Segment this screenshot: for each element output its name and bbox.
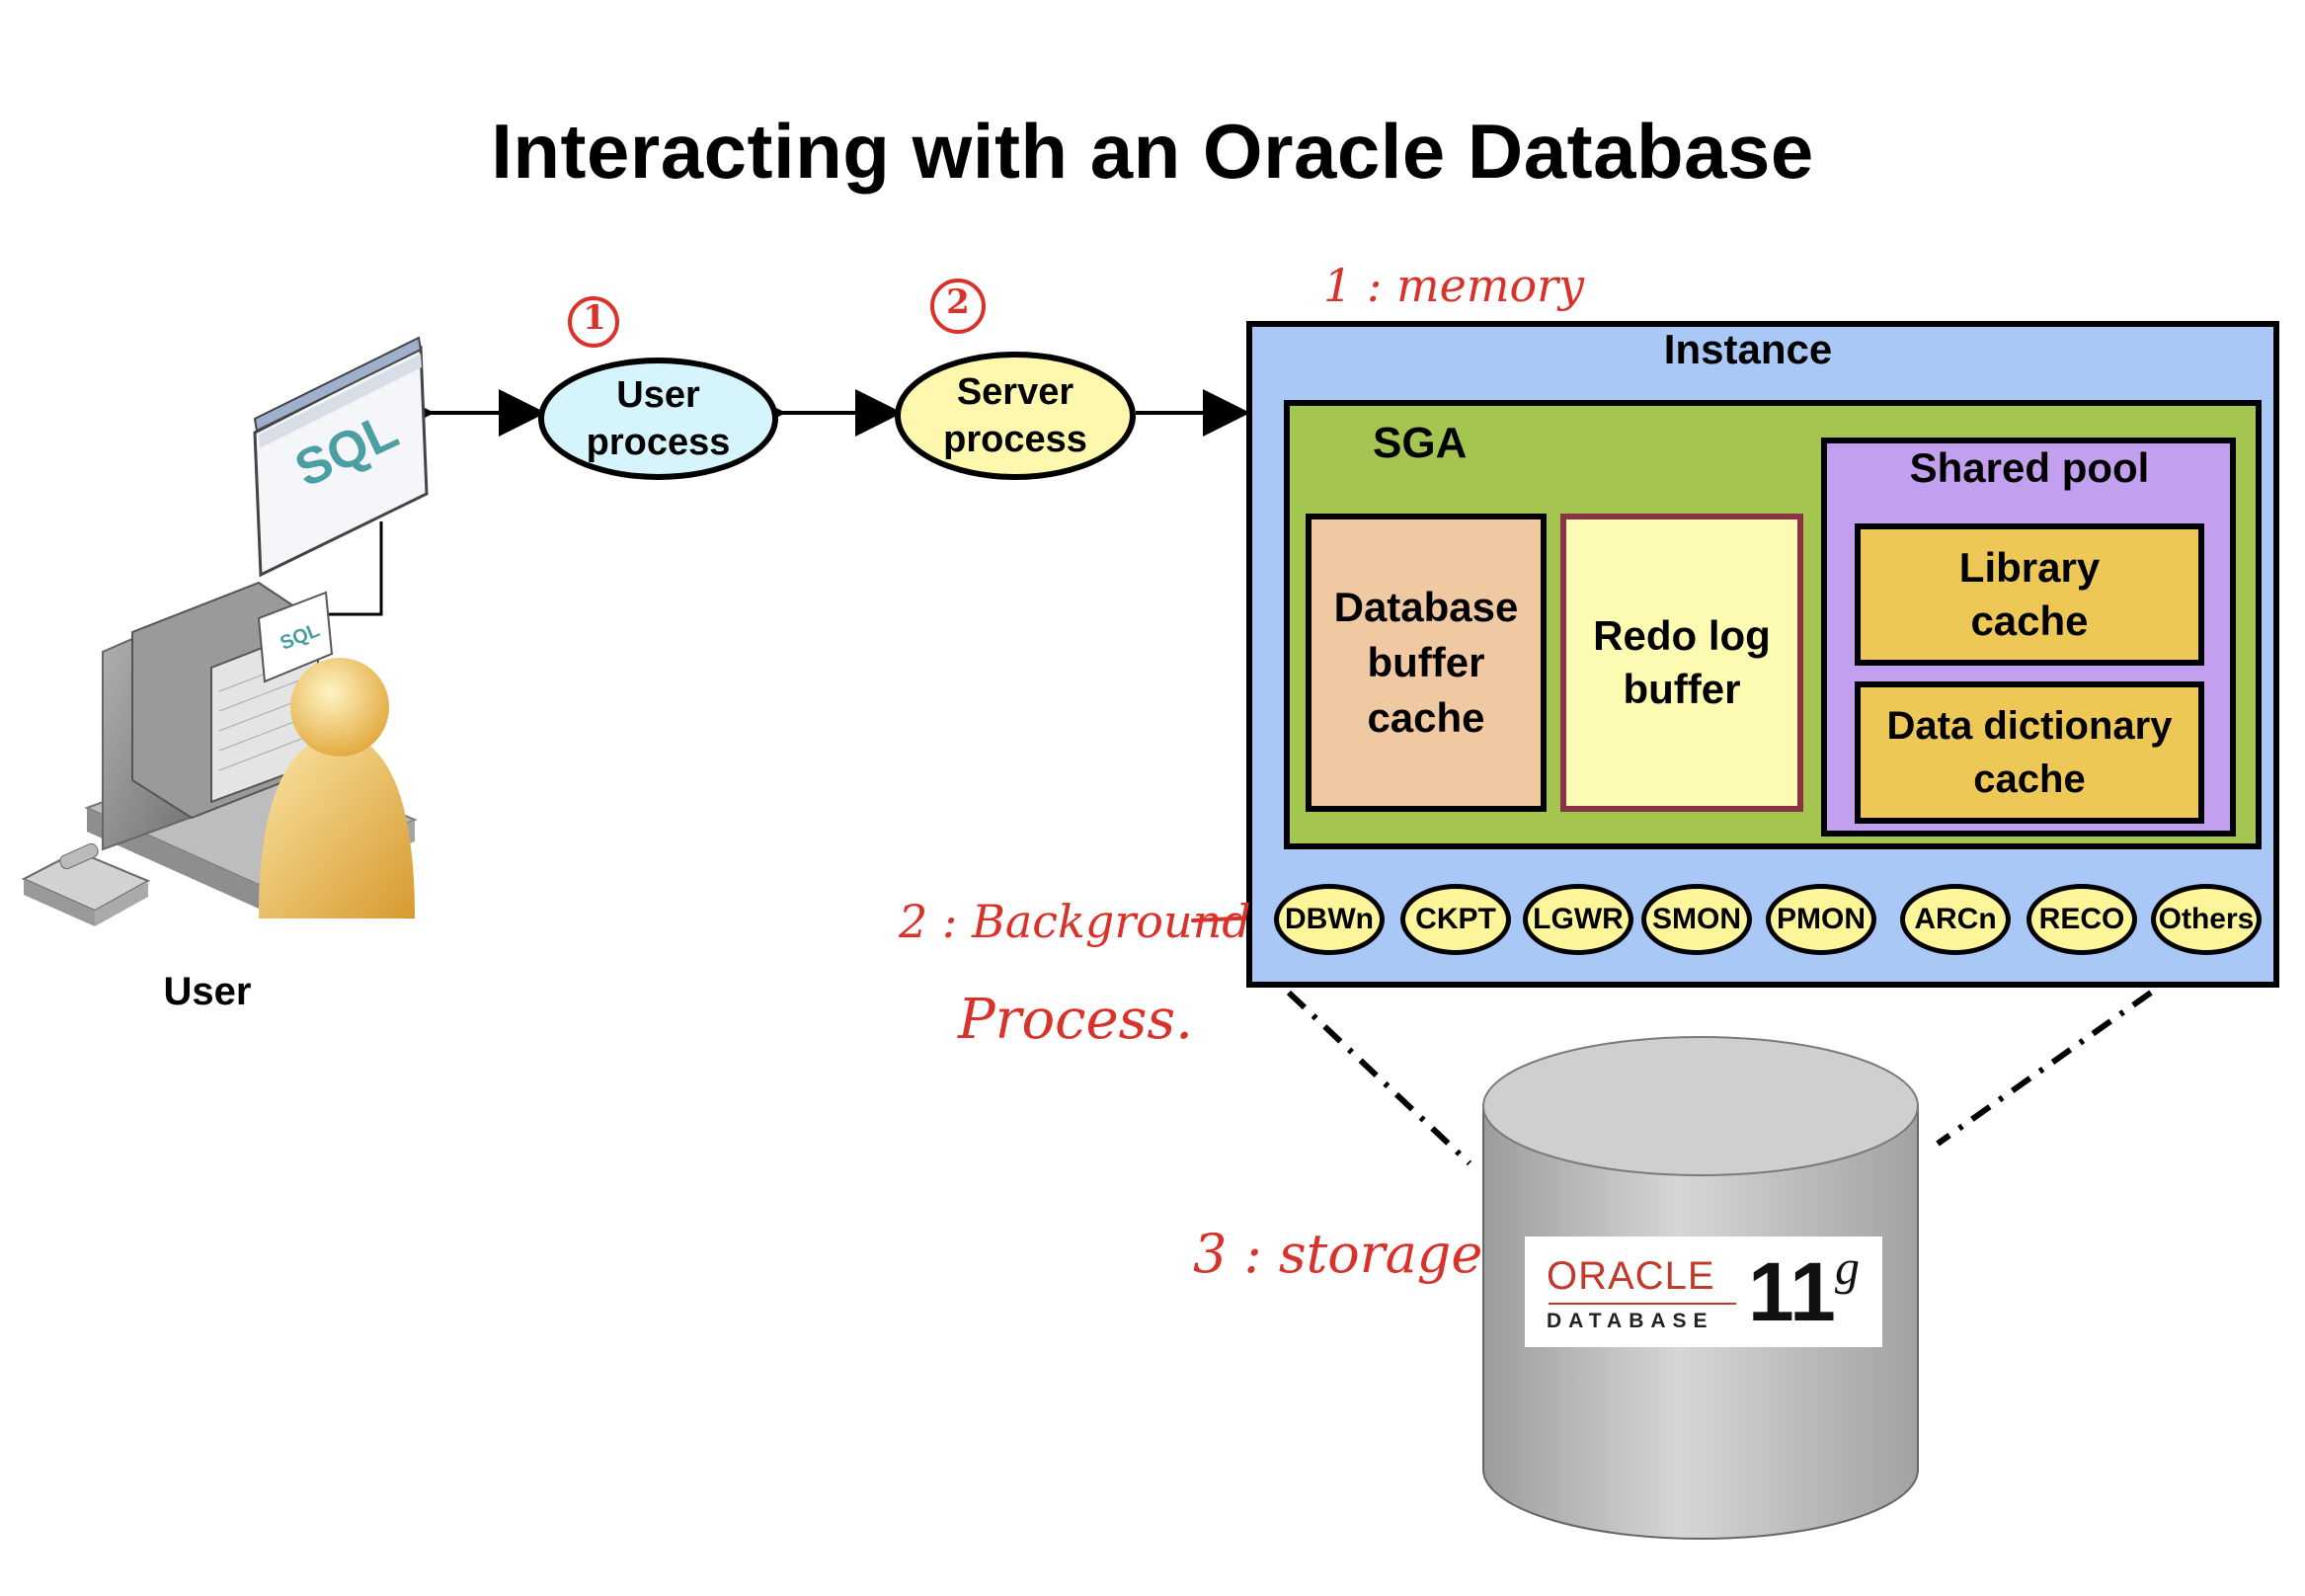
bg-process-smon: SMON <box>1641 884 1752 955</box>
bg-process-others: Others <box>2151 884 2262 955</box>
bg-process-arcn: ARCn <box>1900 884 2011 955</box>
bg-process-pmon: PMON <box>1766 884 1876 955</box>
computer-illustration <box>21 581 418 926</box>
oracle-database-logo: ORACLE DATABASE 11 g <box>1525 1237 1882 1347</box>
oracle-divider <box>1549 1303 1736 1305</box>
bg-process-lgwr: LGWR <box>1523 884 1633 955</box>
server-process-node: Server process <box>895 352 1136 480</box>
dashdot-right <box>1936 990 2153 1147</box>
oracle-version: 11 <box>1748 1245 1836 1338</box>
library-cache: Library cache <box>1855 523 2204 666</box>
shared-pool-label: Shared pool <box>1909 444 2150 491</box>
database-buffer-cache: Database buffer cache <box>1306 514 1547 812</box>
dashdot-left <box>1286 990 1472 1166</box>
bg-process-dbwn: DBWn <box>1274 884 1385 955</box>
user-process-node: User process <box>538 358 778 480</box>
annotation-process: Process. <box>958 988 1193 1052</box>
oracle-product: DATABASE <box>1547 1310 1714 1332</box>
data-dictionary-cache: Data dictionary cache <box>1855 681 2204 824</box>
connector-sql-computer <box>326 521 383 616</box>
user-person-icon <box>259 658 415 918</box>
instance-label: Instance <box>1663 326 1833 372</box>
user-label: User <box>163 970 252 1013</box>
sga-label: SGA <box>1373 419 1468 467</box>
sql-window <box>253 336 429 578</box>
bg-process-reco: RECO <box>2027 884 2137 955</box>
redo-log-buffer: Redo log buffer <box>1560 514 1803 812</box>
annotation-storage: 3 : storage <box>1193 1223 1483 1285</box>
bg-process-ckpt: CKPT <box>1400 884 1511 955</box>
annotation-background: 2 : Background <box>899 895 1251 948</box>
oracle-brand: ORACLE <box>1547 1254 1715 1298</box>
annotation-memory: 1 : memory <box>1323 259 1585 312</box>
user-process-number: 1 <box>583 298 606 338</box>
page-title: Interacting with an Oracle Database <box>491 108 1814 195</box>
oracle-version-sup: g <box>1835 1239 1860 1295</box>
server-process-number: 2 <box>946 282 970 322</box>
